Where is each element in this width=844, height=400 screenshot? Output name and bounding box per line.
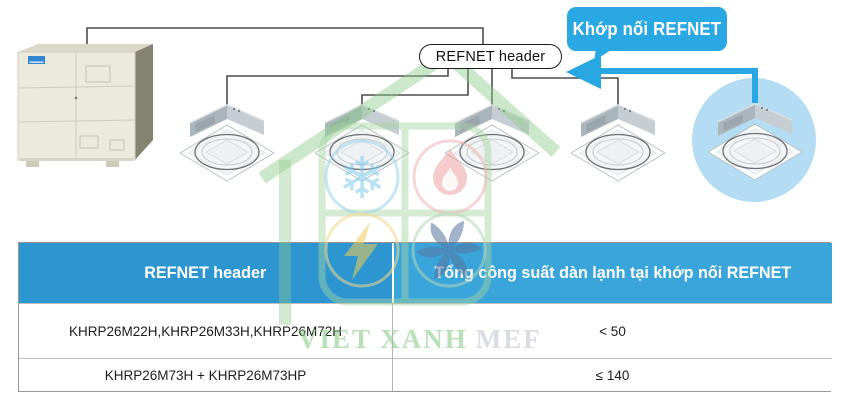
refnet-spec-table: REFNET header Tổng công suất dàn lạnh tạ…	[18, 242, 832, 392]
cassette-unit-4	[570, 104, 666, 182]
pipe-branch-2	[361, 67, 469, 106]
refnet-header-label-text: REFNET header	[435, 48, 546, 65]
table-cell-models-row2: KHRP26M73H + KHRP26M73HP	[19, 358, 392, 391]
table-cell-capacity-row2: ≤ 140	[392, 358, 832, 391]
table-cell-models-row1: KHRP26M22H,KHRP26M33H,KHRP26M72H	[19, 303, 392, 358]
pipe-branch-1	[226, 67, 449, 106]
table-cell-capacity-row1: < 50	[392, 303, 832, 358]
pipe-lines	[86, 27, 619, 106]
cassette-unit-1	[179, 104, 275, 182]
table-header-refnet: REFNET header	[19, 243, 392, 303]
callout-arrow	[566, 55, 758, 103]
callout-bubble: Khớp nối REFNET	[567, 7, 727, 63]
pipe-branch-4	[511, 67, 619, 106]
pipe-outdoor-to-header	[86, 27, 484, 56]
callout-label: Khớp nối REFNET	[572, 18, 722, 39]
left-arrow-icon	[566, 55, 601, 89]
cassette-unit-3	[444, 104, 540, 182]
outdoor-unit	[17, 44, 153, 167]
callout-tail	[594, 48, 611, 63]
cassette-unit-2	[314, 104, 410, 182]
table-header-capacity: Tổng công suất dàn lạnh tại khớp nối REF…	[392, 243, 832, 303]
refnet-header-label: REFNET header	[419, 44, 562, 69]
daikin-logo	[28, 56, 45, 64]
